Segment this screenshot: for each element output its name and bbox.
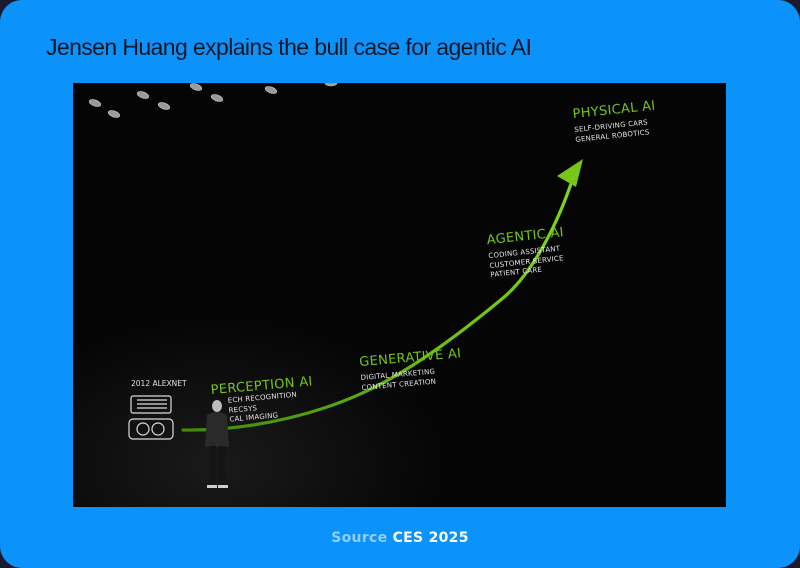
stage-lights bbox=[88, 83, 338, 118]
keynote-photo: 2012 ALEXNET PERCEPTION AI ECH RECOGNITI… bbox=[73, 83, 726, 507]
gpu-sketch-icon bbox=[128, 395, 174, 440]
stage-agentic: AGENTIC AI CODING ASSISTANT CUSTOMER SER… bbox=[486, 225, 568, 280]
speaker-figure bbox=[205, 400, 229, 488]
growth-arrow-graphic bbox=[73, 83, 726, 507]
alexnet-label: 2012 ALEXNET bbox=[131, 379, 187, 388]
headline: Jensen Huang explains the bull case for … bbox=[46, 34, 532, 60]
source-caption: Source CES 2025 bbox=[0, 530, 800, 546]
stage-perception: PERCEPTION AI ECH RECOGNITION RECSYS CAL… bbox=[210, 374, 315, 426]
source-value: CES 2025 bbox=[392, 530, 469, 546]
source-label: Source bbox=[331, 530, 388, 546]
